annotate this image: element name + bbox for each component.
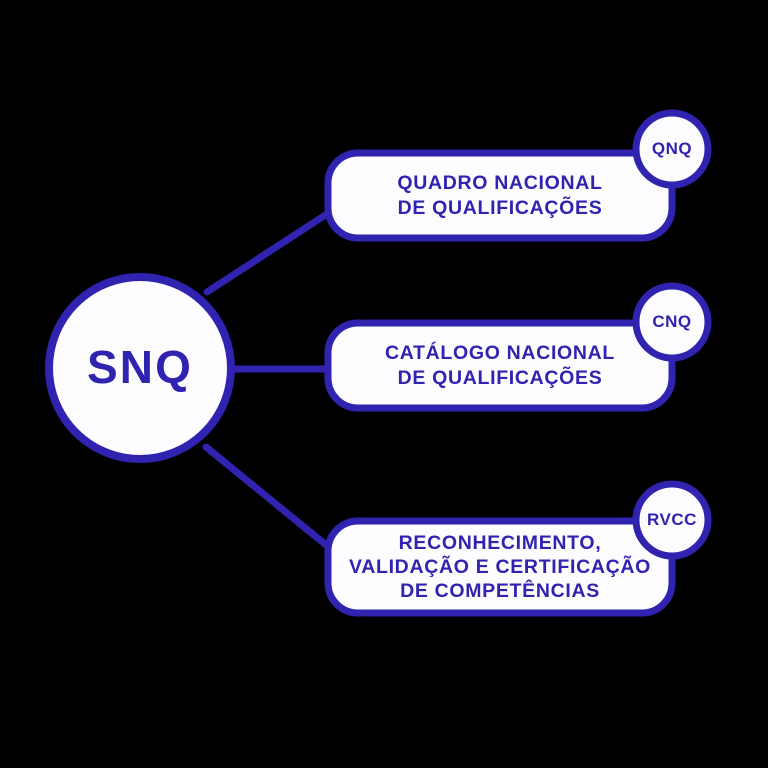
badge-circles bbox=[632, 109, 712, 560]
rvcc-badge-shape bbox=[632, 480, 712, 560]
connector-hub-to-qnq bbox=[203, 208, 334, 296]
snq-hub-node[interactable] bbox=[49, 277, 231, 459]
connector-lines bbox=[202, 208, 338, 553]
qnq-box-shape bbox=[324, 149, 676, 242]
cnq-node[interactable] bbox=[328, 323, 672, 408]
cnq-badge-shape bbox=[632, 282, 712, 362]
rvcc-badge[interactable] bbox=[636, 484, 708, 556]
qnq-badge[interactable] bbox=[636, 113, 708, 185]
qnq-node[interactable] bbox=[328, 153, 672, 238]
cnq-box-shape bbox=[324, 319, 676, 412]
qnq-badge-shape bbox=[632, 109, 712, 189]
snq-hub-shape bbox=[45, 273, 235, 463]
rvcc-box-shape bbox=[324, 517, 676, 617]
cnq-badge[interactable] bbox=[636, 286, 708, 358]
connector-hub-to-rvcc bbox=[202, 443, 335, 553]
hub-circle-shape bbox=[45, 273, 235, 463]
node-boxes bbox=[324, 149, 676, 617]
rvcc-node[interactable] bbox=[328, 521, 672, 613]
